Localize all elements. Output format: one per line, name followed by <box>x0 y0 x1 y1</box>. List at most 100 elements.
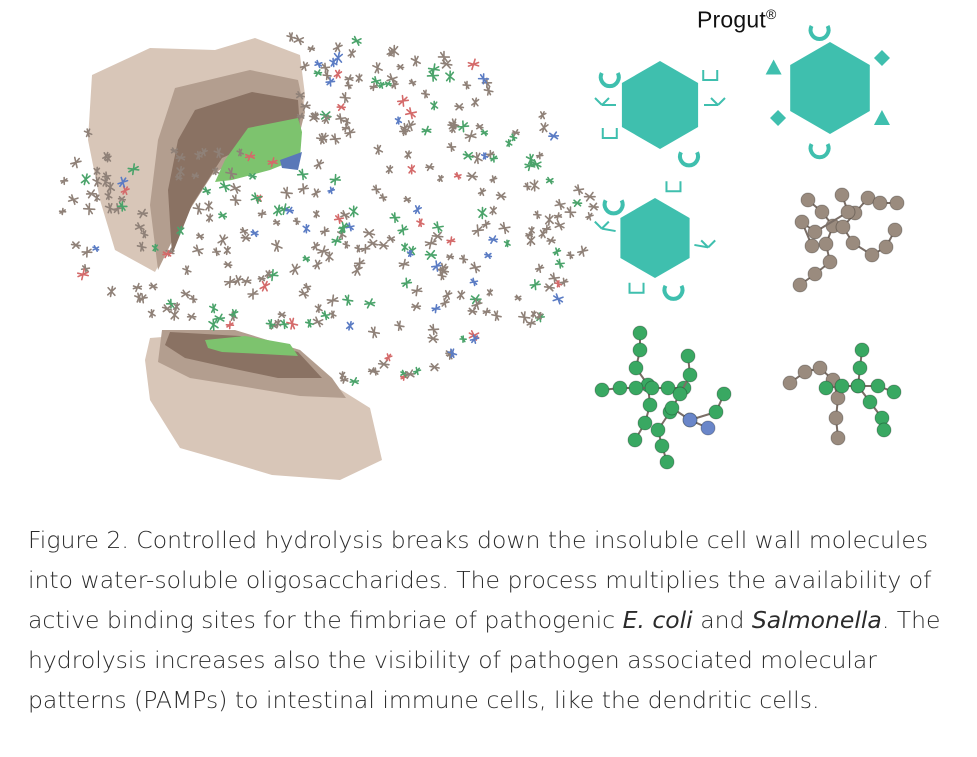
oligosaccharide-fragment-icon <box>70 156 82 169</box>
oligosaccharide-fragment-icon <box>314 303 323 314</box>
bead-chain-molecule-icon <box>664 386 732 436</box>
oligosaccharide-fragment-icon <box>336 103 346 112</box>
oligosaccharide-fragment-icon <box>307 45 316 53</box>
oligosaccharide-fragment-icon <box>572 198 583 208</box>
oligosaccharide-fragment-icon <box>186 312 197 321</box>
oligosaccharide-fragment-icon <box>505 138 513 148</box>
oligosaccharide-fragment-icon <box>373 144 384 155</box>
bead-chain-group <box>594 187 905 470</box>
bead-chain-molecule-icon <box>627 325 658 448</box>
oligosaccharide-fragment-icon <box>475 123 484 131</box>
oligosaccharide-fragment-icon <box>442 289 453 300</box>
oligosaccharide-fragment-icon <box>498 221 511 235</box>
oligosaccharide-fragment-icon <box>518 311 531 324</box>
oligosaccharide-fragment-icon <box>396 63 405 71</box>
oligosaccharide-fragment-icon <box>412 205 423 215</box>
oligosaccharide-fragment-icon <box>483 85 494 96</box>
oligosaccharide-fragment-icon <box>471 224 485 237</box>
oligosaccharide-fragment-icon <box>277 311 287 319</box>
oligosaccharide-fragment-icon <box>469 277 479 287</box>
oligosaccharide-fragment-icon <box>412 366 422 376</box>
oligosaccharide-fragment-icon <box>239 226 249 236</box>
oligosaccharide-fragment-icon <box>377 81 386 89</box>
bead-chain-molecule-icon <box>818 378 902 400</box>
oligosaccharide-fragment-icon <box>196 232 205 241</box>
oligosaccharide-fragment-icon <box>530 310 537 318</box>
oligosaccharide-fragment-icon <box>117 176 129 188</box>
oligosaccharide-fragment-icon <box>331 235 342 246</box>
oligosaccharide-fragment-icon <box>137 208 149 219</box>
oligosaccharide-fragment-icon <box>225 320 235 330</box>
oligosaccharide-fragment-icon <box>310 241 321 251</box>
oligosaccharide-fragment-icon <box>339 371 346 380</box>
oligosaccharide-fragment-icon <box>369 82 378 92</box>
oligosaccharide-fragment-icon <box>386 234 396 243</box>
oligosaccharide-fragment-icon <box>447 121 458 130</box>
oligosaccharide-fragment-icon <box>162 249 172 259</box>
oligosaccharide-fragment-icon <box>272 218 281 227</box>
oligosaccharide-fragment-icon <box>344 81 353 90</box>
oligosaccharide-fragment-icon <box>482 307 491 316</box>
oligosaccharide-fragment-icon <box>384 80 392 88</box>
oligosaccharide-fragment-icon <box>218 211 228 220</box>
oligosaccharide-fragment-icon <box>495 191 507 201</box>
oligosaccharide-fragment-icon <box>377 359 390 369</box>
oligosaccharide-fragment-icon <box>342 294 354 306</box>
oligosaccharide-fragment-icon <box>467 307 478 316</box>
oligosaccharide-fragment-icon <box>467 58 480 71</box>
oligosaccharide-fragment-icon <box>311 188 321 198</box>
oligosaccharide-fragment-icon <box>136 241 147 252</box>
oligosaccharide-fragment-icon <box>546 236 556 245</box>
cell-wall-fragment-lower <box>145 330 382 480</box>
oligosaccharide-fragment-icon <box>471 152 483 165</box>
oligosaccharide-fragment-icon <box>345 320 355 331</box>
oligosaccharide-fragment-icon <box>204 200 214 212</box>
oligosaccharide-fragment-icon <box>545 176 554 185</box>
oligosaccharide-fragment-icon <box>554 280 562 288</box>
oligosaccharide-fragment-icon <box>311 111 319 121</box>
oligosaccharide-fragment-icon <box>367 238 379 249</box>
oligosaccharide-fragment-icon <box>446 236 456 246</box>
oligosaccharide-fragment-icon <box>430 260 443 272</box>
oligosaccharide-fragment-icon <box>302 282 312 292</box>
oligosaccharide-fragment-icon <box>223 261 233 269</box>
bead-chain-molecule-icon <box>872 195 905 211</box>
oligosaccharide-fragment-icon <box>554 258 565 269</box>
oligosaccharide-fragment-icon <box>486 288 494 297</box>
oligosaccharide-fragment-icon <box>257 275 266 283</box>
oligosaccharide-fragment-icon <box>313 69 323 77</box>
oligosaccharide-fragment-icon <box>542 224 552 234</box>
oligosaccharide-fragment-icon <box>340 210 350 220</box>
oligosaccharide-fragment-icon <box>82 202 96 216</box>
oligosaccharide-fragment-icon <box>60 176 69 186</box>
oligosaccharide-fragment-icon <box>317 245 330 258</box>
oligosaccharide-fragment-icon <box>257 209 267 219</box>
oligosaccharide-fragment-icon <box>236 148 245 157</box>
oligosaccharide-fragment-icon <box>552 247 562 257</box>
oligosaccharide-fragment-icon <box>431 231 444 241</box>
oligosaccharide-fragment-icon <box>76 268 90 281</box>
oligosaccharide-fragment-icon <box>396 94 410 107</box>
oligosaccharide-fragment-icon <box>147 308 156 319</box>
oligosaccharide-fragment-icon <box>289 263 301 276</box>
oligosaccharide-fragment-icon <box>471 97 480 108</box>
oligosaccharide-fragment-icon <box>189 294 198 304</box>
oligosaccharide-fragment-icon <box>389 44 400 58</box>
oligosaccharide-fragment-icon <box>213 147 224 159</box>
oligosaccharide-fragment-icon <box>161 304 173 314</box>
oligosaccharide-fragment-icon <box>338 221 350 233</box>
oligosaccharide-fragment-icon <box>292 217 301 226</box>
oligosaccharide-fragment-icon <box>333 213 345 225</box>
oligosaccharide-fragment-icon <box>229 194 242 206</box>
oligosaccharide-fragment-icon <box>437 262 449 274</box>
oligosaccharide-fragment-icon <box>134 292 144 303</box>
oligosaccharide-fragment-icon <box>298 288 309 299</box>
oligosaccharide-fragment-icon <box>432 221 444 234</box>
oligosaccharide-fragment-icon <box>362 228 376 239</box>
oligosaccharide-fragment-icon <box>394 116 403 125</box>
oligosaccharide-fragment-icon <box>320 310 331 321</box>
oligosaccharide-fragment-icon <box>297 183 310 195</box>
oligosaccharide-fragment-icon <box>360 243 371 254</box>
oligosaccharide-fragment-icon <box>535 151 544 160</box>
oligosaccharide-fragment-icon <box>389 212 401 224</box>
